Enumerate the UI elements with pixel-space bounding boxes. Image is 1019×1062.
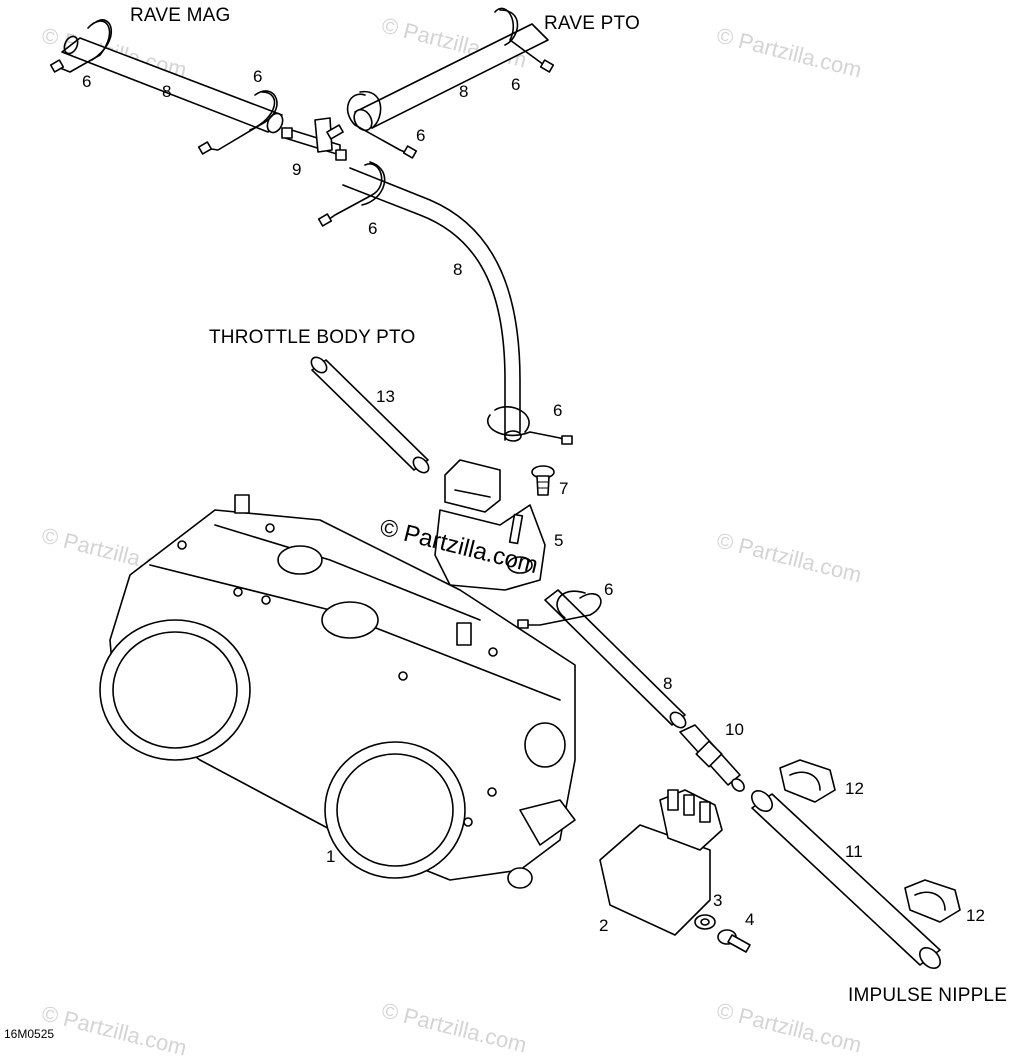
callout-12: 12: [845, 779, 864, 798]
hose-impulse: [751, 790, 941, 969]
callout-6: 6: [553, 401, 563, 420]
screw-7: [531, 465, 555, 496]
washer-3: [694, 914, 716, 930]
clip-12: [904, 879, 961, 923]
clamp-6: [346, 91, 418, 159]
callout-6: 6: [604, 580, 614, 599]
callout-11: 11: [845, 842, 863, 861]
solenoid-valve: [434, 459, 546, 591]
caption-rave-pto: RAVE PTO: [544, 13, 640, 34]
hose-lower: [544, 589, 687, 729]
hose-rave-mag: [61, 35, 284, 134]
screw-4: [717, 929, 751, 953]
callout-4: 4: [745, 910, 755, 929]
callout-1: 1: [326, 847, 336, 866]
clamp-6: [517, 590, 602, 629]
diagram-code: 16M0525: [4, 1027, 55, 1041]
clamp-6: [197, 90, 278, 155]
callout-6: 6: [511, 75, 521, 94]
callout-8: 8: [459, 82, 469, 101]
callout-13: 13: [376, 387, 395, 406]
callout-5: 5: [554, 531, 564, 550]
callout-6: 6: [368, 219, 378, 238]
caption-throttle-body-pto: THROTTLE BODY PTO: [209, 327, 416, 348]
callout-7: 7: [559, 479, 569, 498]
callout-8: 8: [162, 82, 172, 101]
hose-main: [342, 167, 522, 442]
callout-12: 12: [966, 906, 985, 925]
callout-6: 6: [253, 67, 263, 86]
callout-6: 6: [416, 126, 426, 145]
clip-12: [779, 759, 836, 803]
callout-9: 9: [292, 160, 302, 179]
throttle-body: [99, 494, 576, 889]
caption-rave-mag: RAVE MAG: [130, 5, 231, 26]
clamp-6: [317, 161, 386, 227]
callout-2: 2: [599, 916, 609, 935]
sensor-2: [599, 789, 723, 936]
connector-10: [679, 724, 745, 792]
hose-throttle-body-pto: [310, 356, 430, 474]
clamp-6: [49, 19, 113, 73]
caption-impulse-nipple: IMPULSE NIPPLE: [848, 985, 1008, 1006]
clamp-6: [494, 7, 555, 73]
callout-6: 6: [82, 72, 92, 91]
callout-8: 8: [453, 260, 463, 279]
callout-10: 10: [725, 720, 744, 739]
hose-rave-pto: [353, 23, 549, 132]
tee-fitting: [281, 117, 347, 161]
callout-3: 3: [713, 891, 723, 910]
clamp-6: [487, 405, 573, 445]
callout-8: 8: [663, 674, 673, 693]
